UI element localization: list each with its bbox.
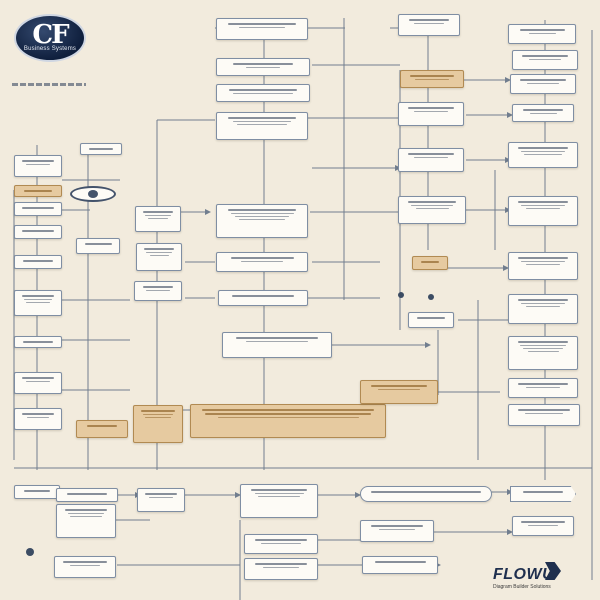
flow-node[interactable] (14, 185, 62, 197)
flow-node[interactable] (508, 24, 576, 44)
flow-node[interactable] (218, 290, 308, 306)
flow-node[interactable] (80, 143, 122, 155)
logo-underline (12, 83, 86, 86)
flow-node[interactable] (216, 252, 308, 272)
flow-node[interactable] (14, 202, 62, 216)
flow-node[interactable] (512, 516, 574, 536)
flow-node[interactable] (137, 488, 185, 512)
flow-node[interactable] (216, 204, 308, 238)
connector-dot (398, 292, 404, 298)
flow-node[interactable] (360, 380, 438, 404)
flow-node[interactable] (56, 504, 116, 538)
connector-dot (26, 548, 34, 556)
flow-node[interactable] (135, 206, 181, 232)
flow-node[interactable] (362, 556, 438, 574)
brand-tagline: Diagram Builder Solutions (493, 584, 551, 590)
flow-node[interactable] (133, 405, 183, 443)
flow-brand: FLOWU Diagram Builder Solutions (493, 562, 593, 592)
flow-arrow-icon (545, 562, 561, 580)
cf-logo-icon (14, 14, 86, 62)
flow-node[interactable] (508, 294, 578, 324)
flow-node[interactable] (216, 84, 310, 102)
flow-node[interactable] (54, 556, 116, 578)
flow-node[interactable] (14, 336, 62, 348)
flow-node[interactable] (508, 142, 578, 168)
brand-word: FLOWU (493, 566, 555, 583)
flow-node[interactable] (508, 404, 580, 426)
flow-node[interactable] (244, 534, 318, 554)
flow-node[interactable] (14, 155, 62, 177)
flow-node[interactable] (398, 102, 464, 126)
flow-node[interactable] (398, 14, 460, 36)
flow-node[interactable] (76, 238, 120, 254)
flow-node-arrow[interactable] (510, 486, 576, 502)
flow-node[interactable] (76, 420, 128, 438)
flow-node[interactable] (360, 520, 434, 542)
flow-node[interactable] (14, 372, 62, 394)
flow-node[interactable] (216, 112, 308, 140)
flow-node[interactable] (508, 252, 578, 280)
flow-node[interactable] (240, 484, 318, 518)
flow-node[interactable] (56, 488, 118, 502)
logo-mark: CF (32, 20, 69, 50)
flow-node[interactable] (14, 485, 60, 499)
logo-subtitle: Business Systems (23, 46, 77, 52)
flow-node[interactable] (512, 50, 578, 70)
cf-logo: CF Business Systems (14, 14, 86, 74)
flow-node[interactable] (508, 196, 578, 226)
flow-node[interactable] (400, 70, 464, 88)
flow-node[interactable] (408, 312, 454, 328)
flow-node[interactable] (244, 558, 318, 580)
flow-node[interactable] (216, 18, 308, 40)
flow-node[interactable] (412, 256, 448, 270)
flow-node[interactable] (508, 378, 578, 398)
flow-node[interactable] (508, 336, 578, 370)
flow-node[interactable] (216, 58, 310, 76)
flow-node[interactable] (398, 148, 464, 172)
flow-node[interactable] (14, 408, 62, 430)
flow-node[interactable] (222, 332, 332, 358)
flow-node[interactable] (136, 243, 182, 271)
flow-node-banner[interactable] (190, 404, 386, 438)
flow-node[interactable] (510, 74, 576, 94)
flow-node[interactable] (512, 104, 574, 122)
flow-node[interactable] (398, 196, 466, 224)
flow-node[interactable] (14, 255, 62, 269)
eye-icon (70, 186, 116, 202)
flow-node[interactable] (14, 225, 62, 239)
connector-dot (428, 294, 434, 300)
flow-node-pill[interactable] (360, 486, 492, 502)
flow-node[interactable] (134, 281, 182, 301)
flow-node[interactable] (14, 290, 62, 316)
